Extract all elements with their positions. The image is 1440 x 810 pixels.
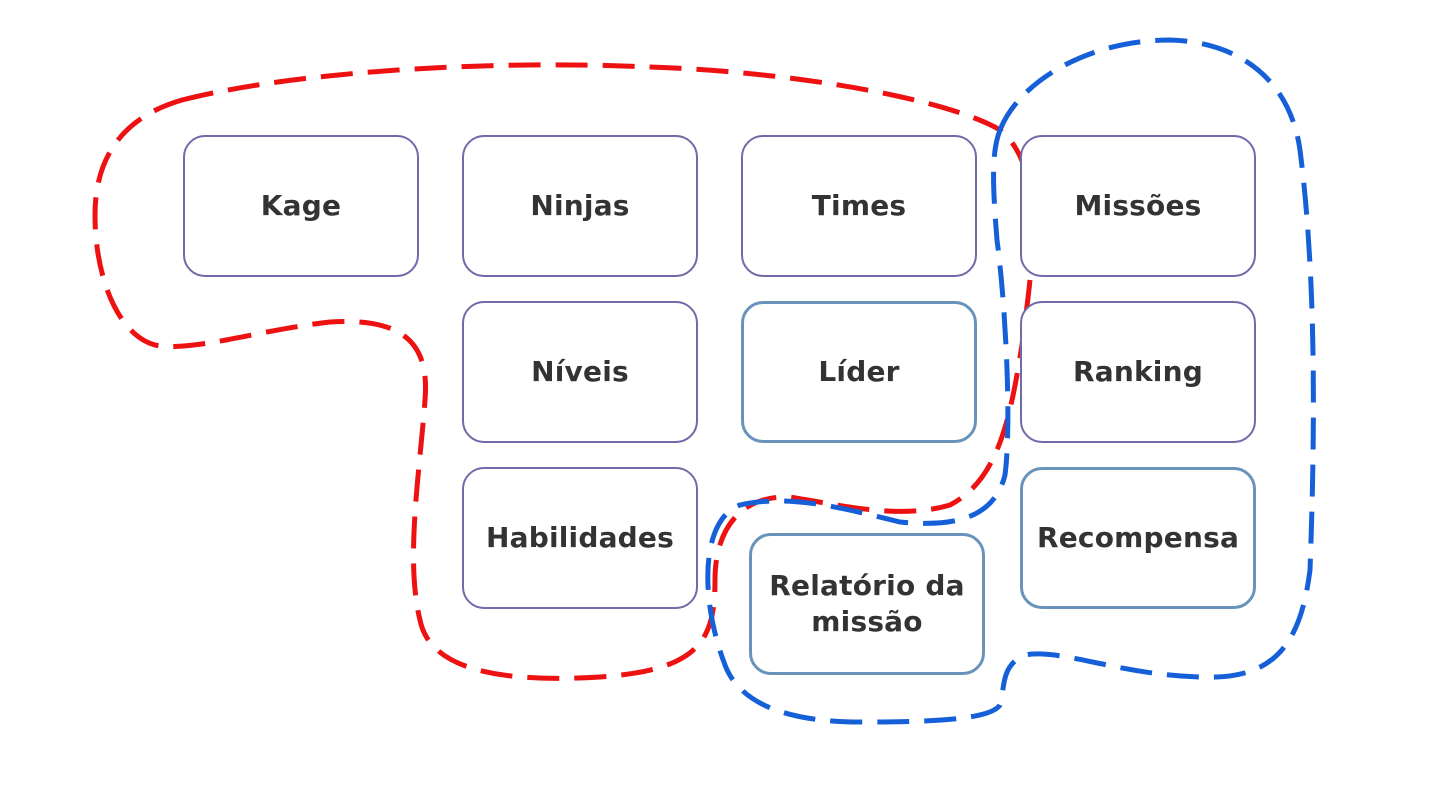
node-kage: Kage <box>183 135 419 277</box>
node-ninjas: Ninjas <box>462 135 698 277</box>
node-missoes: Missões <box>1020 135 1256 277</box>
node-label: Habilidades <box>485 521 674 554</box>
node-lider: Líder <box>741 301 977 443</box>
red-group-boundary <box>92 62 1036 681</box>
node-label: Ranking <box>1073 355 1203 388</box>
node-relatorio-da-missao: Relatório da missão <box>749 533 985 675</box>
node-ranking: Ranking <box>1020 301 1256 443</box>
node-label: Relatório da missão <box>769 569 965 638</box>
node-label: Missões <box>1074 189 1202 222</box>
node-label: Líder <box>818 355 900 388</box>
blue-group-boundary <box>705 37 1316 725</box>
node-times: Times <box>741 135 977 277</box>
node-label: Ninjas <box>530 189 630 222</box>
node-recompensa: Recompensa <box>1020 467 1256 609</box>
node-niveis: Níveis <box>462 301 698 443</box>
node-habilidades: Habilidades <box>462 467 698 609</box>
node-label: Níveis <box>531 355 629 388</box>
node-label: Times <box>811 189 907 222</box>
node-label: Recompensa <box>1036 521 1240 554</box>
node-label: Kage <box>260 189 342 222</box>
